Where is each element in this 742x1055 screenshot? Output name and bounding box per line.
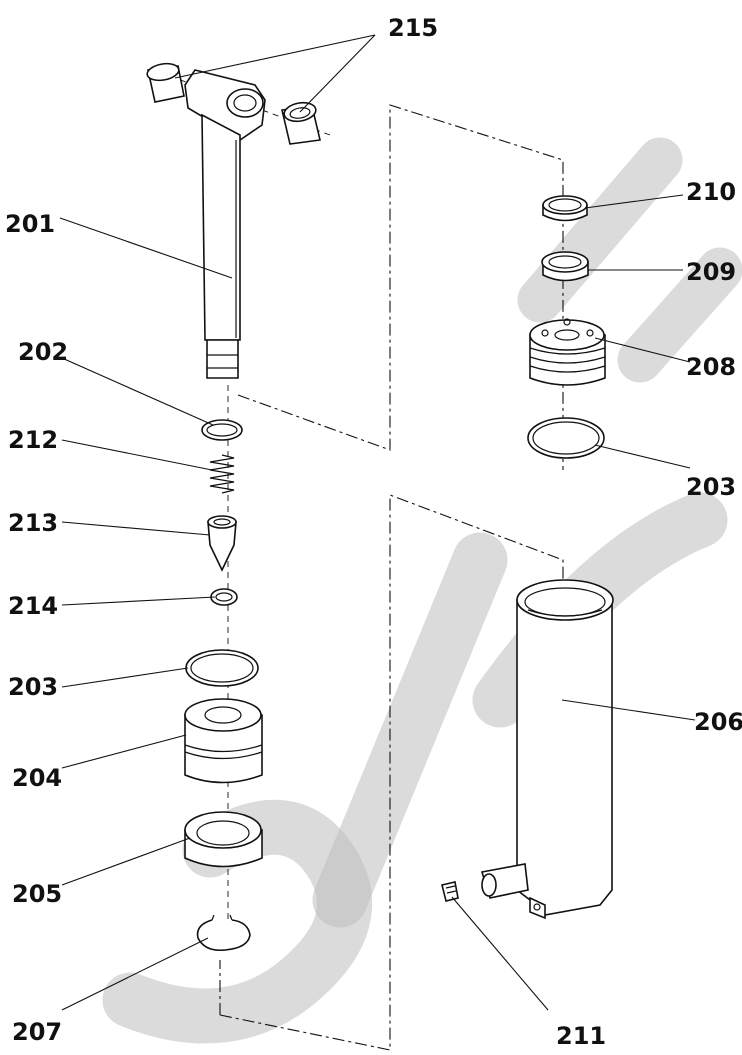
- label-206: 206: [694, 708, 742, 736]
- part-208-cap: [529, 318, 606, 386]
- label-203-right: 203: [686, 473, 736, 501]
- leader-lines: [59, 34, 696, 1011]
- part-201-rod: [184, 69, 266, 379]
- part-labels: 215 201 202 212 213 214 203 204 205 207 …: [5, 14, 742, 1050]
- part-215-bushings: [146, 62, 321, 145]
- label-201: 201: [5, 210, 55, 238]
- part-211-screw: [441, 881, 459, 902]
- label-209: 209: [686, 258, 736, 286]
- label-208: 208: [686, 353, 736, 381]
- part-203-seal-left: [185, 649, 259, 687]
- part-203-seal-right: [527, 417, 605, 459]
- part-212-spring: [209, 454, 235, 494]
- label-212: 212: [8, 426, 58, 454]
- label-202: 202: [18, 338, 68, 366]
- label-204: 204: [12, 764, 62, 792]
- part-210-ring: [542, 195, 588, 222]
- part-209-ring: [541, 251, 589, 282]
- label-214: 214: [8, 592, 58, 620]
- label-211: 211: [556, 1022, 606, 1050]
- label-213: 213: [8, 509, 58, 537]
- label-210: 210: [686, 178, 736, 206]
- label-205: 205: [12, 880, 62, 908]
- part-204-piston: [184, 698, 263, 784]
- label-203-left: 203: [8, 673, 58, 701]
- label-215: 215: [388, 14, 438, 42]
- part-213-valve: [207, 515, 237, 572]
- label-207: 207: [12, 1018, 62, 1046]
- part-214-ring: [210, 588, 238, 606]
- part-207-snap-ring: [196, 914, 251, 952]
- part-206-cylinder: [480, 579, 614, 920]
- part-205-guide-ring: [184, 811, 263, 868]
